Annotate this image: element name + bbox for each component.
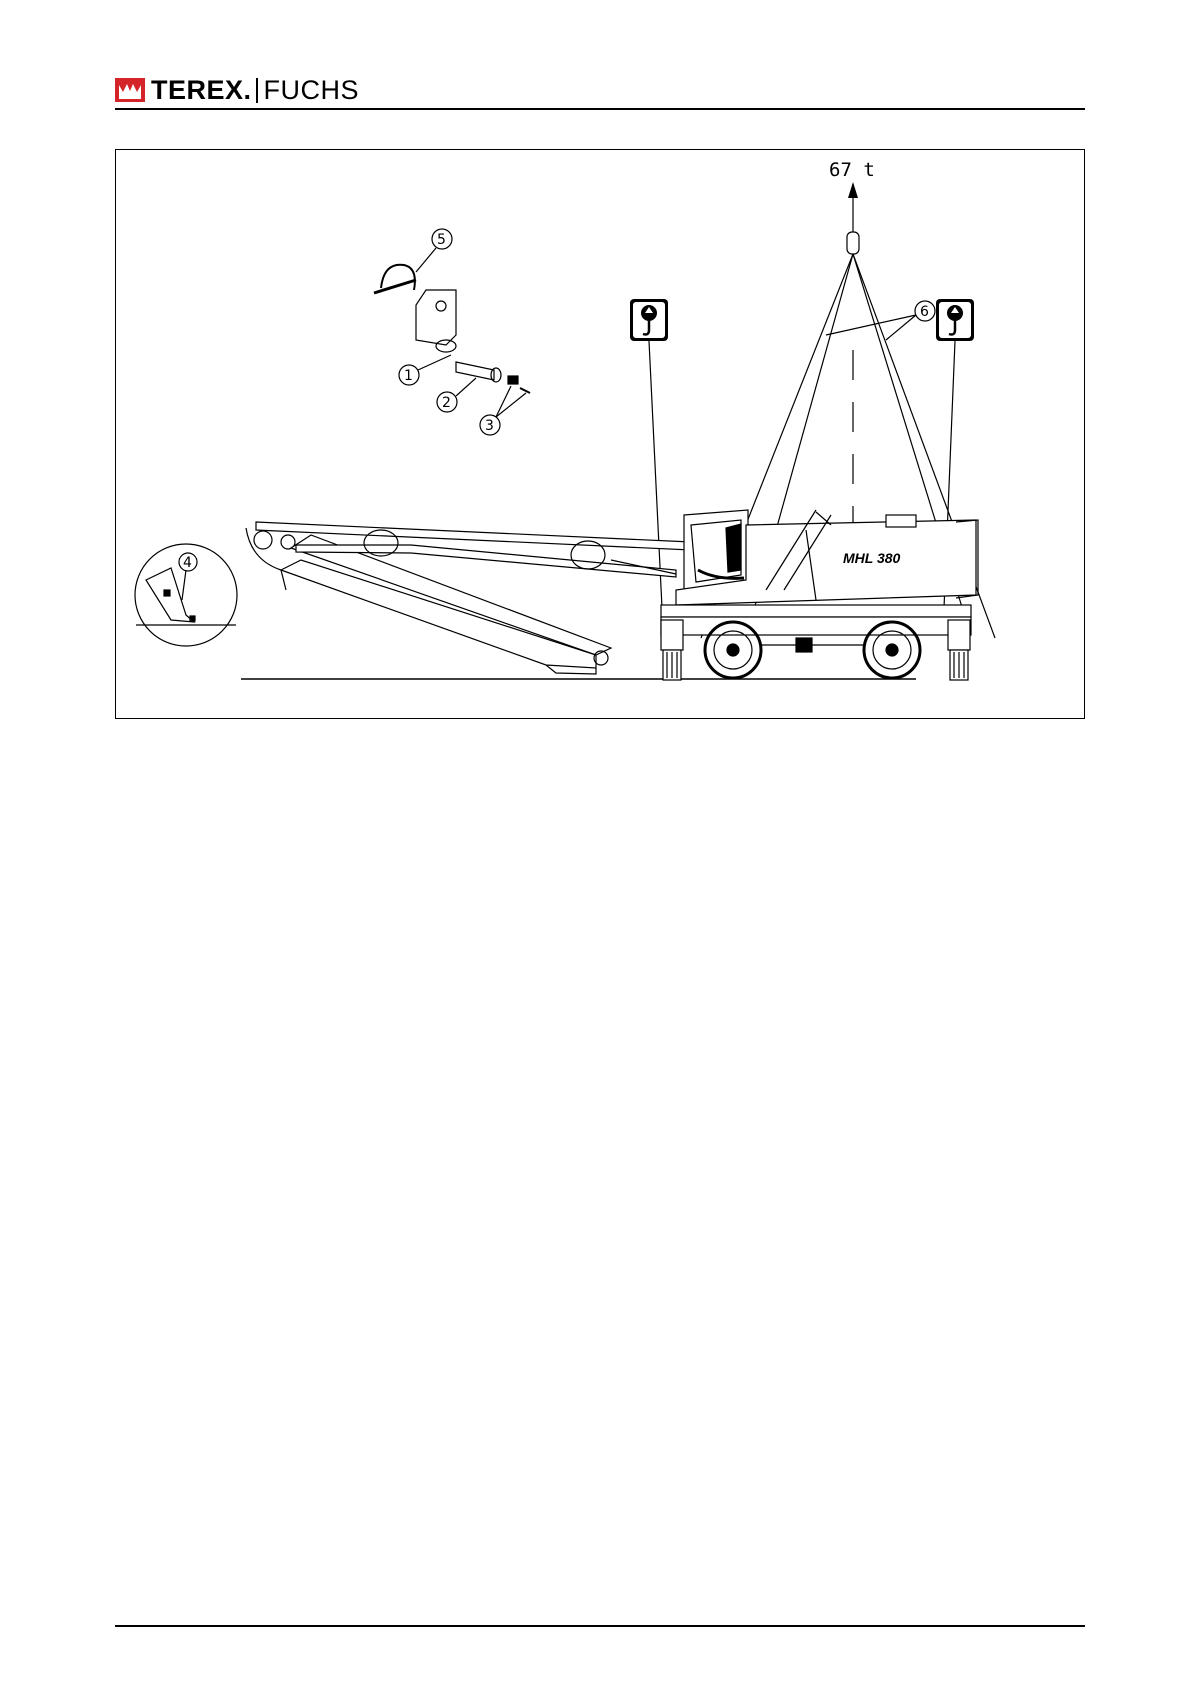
detail-view: 4 bbox=[135, 544, 237, 646]
footer-rule bbox=[115, 1625, 1085, 1627]
exploded-parts: 5 1 2 3 bbox=[374, 229, 530, 435]
brand-separator bbox=[256, 78, 258, 103]
brand-subname: FUCHS bbox=[264, 75, 360, 106]
svg-text:6: 6 bbox=[920, 304, 929, 320]
svg-text:5: 5 bbox=[437, 232, 446, 248]
material-handler-body: MHL 380 bbox=[661, 510, 978, 680]
svg-text:3: 3 bbox=[485, 418, 494, 434]
model-label: MHL 380 bbox=[843, 550, 901, 566]
svg-text:4: 4 bbox=[183, 555, 192, 571]
excavator-boom bbox=[246, 522, 691, 674]
top-shackle bbox=[847, 232, 859, 254]
svg-text:2: 2 bbox=[442, 395, 451, 411]
page-header: TEREX. FUCHS bbox=[115, 64, 1085, 108]
lifting-diagram: 67 t 6 bbox=[116, 150, 1083, 717]
brand-logo: TEREX. FUCHS bbox=[115, 74, 359, 106]
load-label: 67 t bbox=[829, 159, 875, 181]
terex-crown-icon bbox=[115, 78, 145, 102]
svg-text:1: 1 bbox=[404, 368, 413, 384]
header-rule bbox=[115, 108, 1085, 110]
lifting-diagram-figure: 67 t 6 bbox=[115, 149, 1085, 719]
lifting-point-sign-left bbox=[630, 299, 668, 608]
brand-name: TEREX. bbox=[151, 75, 252, 106]
